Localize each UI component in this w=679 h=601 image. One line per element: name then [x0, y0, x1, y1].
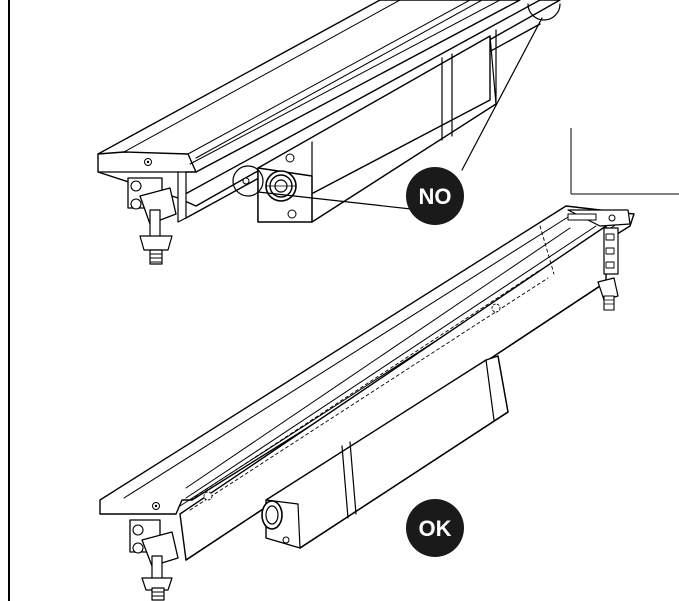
hidden-screw	[491, 303, 501, 313]
flange-inner-line	[185, 225, 597, 499]
screw-hole	[146, 160, 150, 164]
small-screw	[242, 177, 250, 185]
screw-hole	[154, 504, 158, 508]
channel-side	[177, 171, 187, 223]
housing-bottom-edge	[311, 103, 497, 223]
flange-inner-line	[123, 211, 577, 499]
channel-top-flange	[99, 205, 635, 515]
flange-inner-line	[185, 227, 571, 489]
housing-seam	[341, 445, 349, 519]
no-badge-circle	[406, 167, 464, 225]
ok-badge-circle	[406, 499, 464, 557]
channel-front-face	[179, 225, 607, 561]
ok-badge-label: OK	[419, 516, 452, 541]
housing-bolt	[287, 209, 297, 219]
correct-installation-figure	[99, 205, 635, 601]
housing-bolt	[282, 536, 290, 544]
no-badge: NO	[406, 167, 464, 225]
flange-end-plate	[97, 151, 197, 173]
housing-bottom-edge	[299, 411, 509, 549]
internal-dashed-line	[189, 269, 541, 501]
wall-corner	[570, 128, 679, 195]
incorrect-installation-figure	[97, 0, 561, 265]
mounting-bracket	[129, 519, 179, 601]
screw-hole	[608, 214, 616, 222]
housing-bolt	[285, 153, 295, 163]
housing-seam	[297, 503, 301, 549]
housing-seam	[489, 35, 497, 105]
flange-slot	[567, 213, 597, 221]
leader-line	[461, 17, 543, 171]
flange-inner-line	[123, 0, 401, 153]
leader-line	[257, 191, 421, 211]
flange-inner-line	[189, 0, 501, 165]
internal-dashed-line	[539, 225, 555, 275]
internal-dashed-line	[189, 277, 549, 511]
flange-inner-line	[187, 0, 471, 155]
channel-top-flange	[97, 0, 521, 199]
detail-callout-circle	[232, 165, 264, 197]
mounting-bracket	[127, 177, 177, 265]
hidden-screw	[203, 491, 213, 501]
top-right-callout-circle	[527, 3, 561, 21]
cable-gland-inner	[265, 505, 279, 525]
right-mounting-bracket	[597, 227, 619, 311]
housing-seam	[485, 359, 495, 421]
housing-seam	[497, 355, 509, 413]
flange-inner-line	[195, 0, 483, 159]
housing-seam	[349, 441, 357, 515]
no-badge-label: NO	[419, 184, 452, 209]
ok-badge: OK	[406, 499, 464, 557]
